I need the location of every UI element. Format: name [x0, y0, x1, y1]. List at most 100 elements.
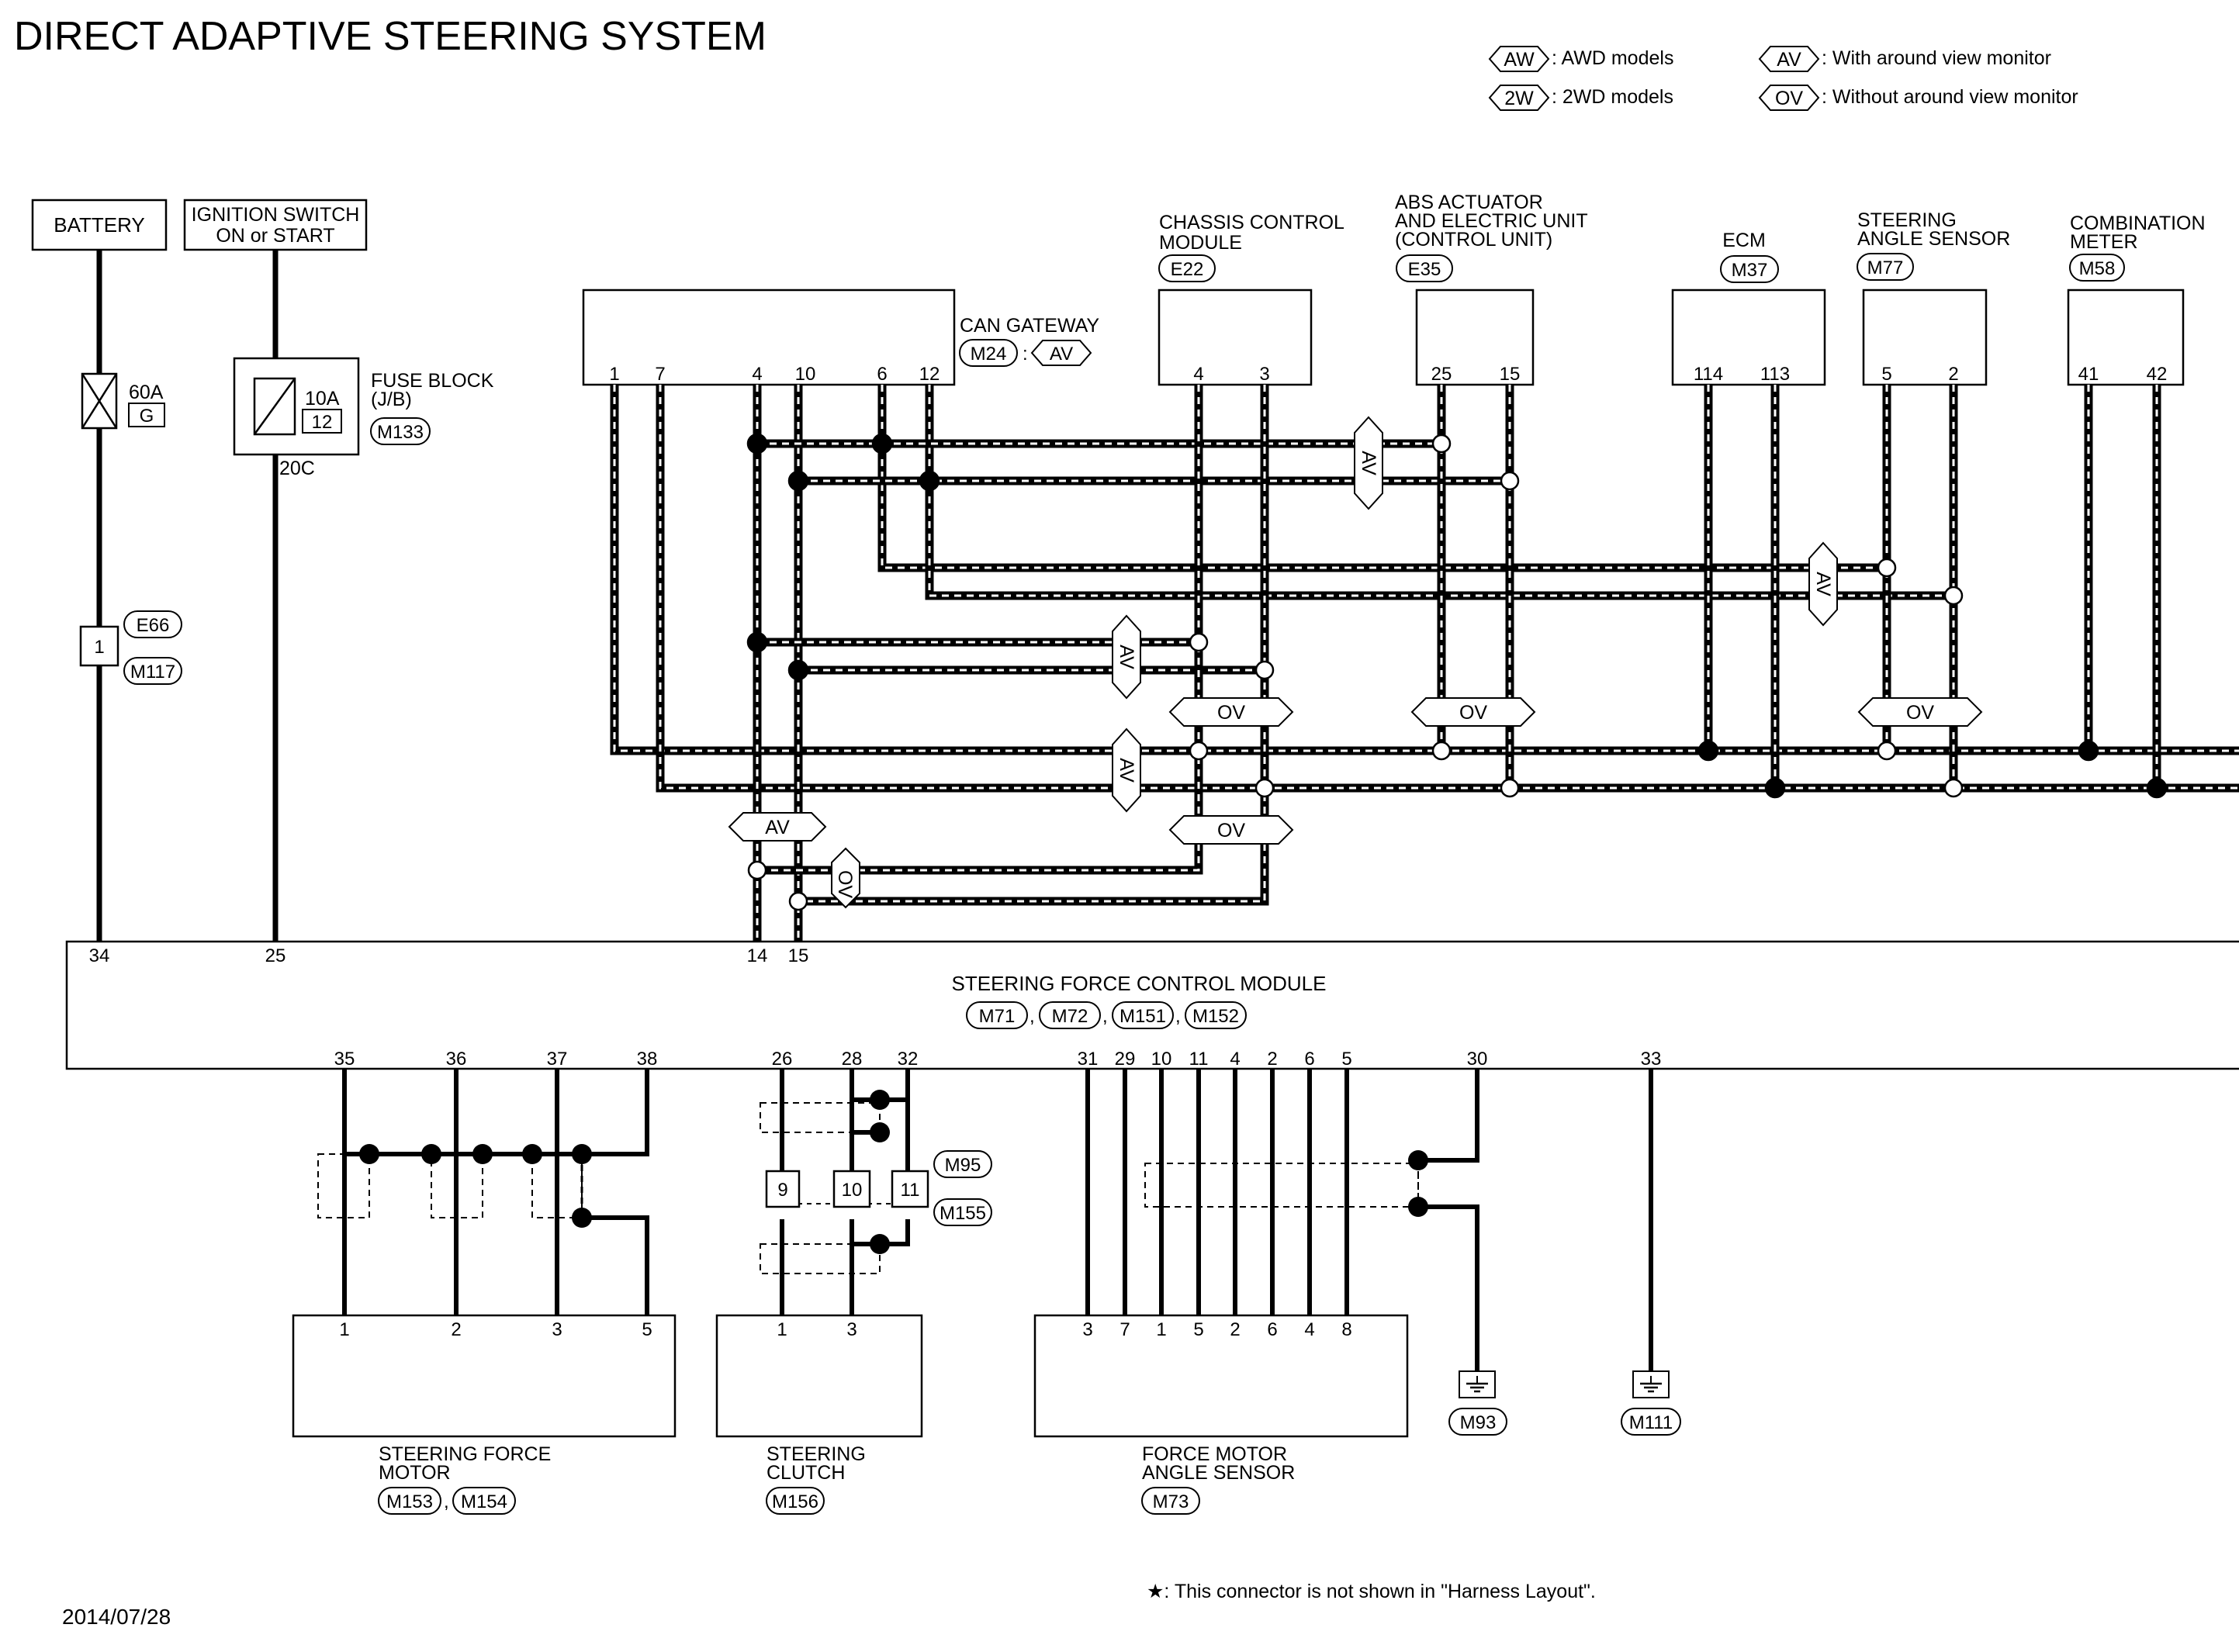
module-bottom-pin: 38 [637, 1049, 658, 1070]
abs-pin: 15 [1500, 364, 1521, 385]
can-wire [877, 385, 1887, 572]
meter-pin: 42 [2147, 364, 2168, 385]
splice-point [2146, 777, 2168, 799]
splice-point [2078, 740, 2099, 762]
can-bus-wires [610, 385, 2239, 942]
module-bottom-pin: 29 [1115, 1049, 1136, 1070]
module-bottom-pin: 11 [1189, 1049, 1209, 1070]
av-tag-lower: AV [1112, 728, 1141, 813]
clutch-pin: 3 [846, 1319, 856, 1340]
meter-label: METER [2070, 231, 2138, 253]
ecm-connector: M37 [1732, 260, 1768, 281]
chassis-pin: 3 [1259, 364, 1269, 385]
steering-clutch: 1 3 STEERING CLUTCH M156 [715, 1314, 923, 1515]
ignition-switch-state: ON or START [216, 225, 334, 247]
battery-box [31, 199, 168, 251]
module-connector: M152 [1192, 1006, 1239, 1027]
can-gateway-pin: 10 [795, 364, 816, 385]
chassis-label: MODULE [1159, 232, 1242, 254]
abs-label: AND ELECTRIC UNIT [1395, 210, 1588, 232]
ground-connector: M93 [1460, 1412, 1497, 1433]
ov-tag-angle-sensor: OV [1857, 697, 1983, 727]
connection-point [1500, 471, 1520, 491]
module-label: STEERING FORCE CONTROL MODULE [952, 972, 1327, 995]
module-pin-25: 25 [265, 945, 286, 966]
connection-point [1877, 741, 1897, 761]
module-bottom-pin: 37 [547, 1049, 568, 1070]
angle-sensor-pin: 2 [1948, 364, 1958, 385]
can-wire-stripe [659, 385, 2239, 790]
meter-connector: M58 [2079, 258, 2116, 279]
legend-desc-ov: : Without around view monitor [1822, 86, 2078, 108]
av-tag-text: AV [1358, 451, 1379, 475]
chassis-pin: 4 [1193, 364, 1203, 385]
ov-tag-text: OV [1459, 702, 1487, 724]
connector-e66-tag: E66 [137, 615, 170, 636]
angle-sensor-label: ANGLE SENSOR [1857, 228, 2010, 250]
av-tag-module: AV [728, 812, 827, 842]
legend-item-awd: AW : AWD models [1488, 46, 1673, 72]
motor-label: MOTOR [379, 1462, 451, 1484]
av-tag-upper: AV [1354, 416, 1383, 510]
module-bottom-pin: 32 [898, 1049, 919, 1070]
force-sensor-label: ANGLE SENSOR [1142, 1462, 1295, 1484]
module-pin-14: 14 [747, 945, 768, 966]
abs-label: (CONTROL UNIT) [1395, 229, 1552, 251]
can-gateway-pin: 1 [609, 364, 619, 385]
ground-connector: M111 [1629, 1412, 1673, 1433]
lower-splices [359, 1090, 1428, 1254]
can-gateway: CAN GATEWAY M24 : AV 1 7 4 10 6 12 [582, 289, 1099, 386]
connector-separator: , [1030, 1006, 1035, 1027]
legend-desc-awd: : AWD models [1552, 47, 1673, 69]
connection-point [1431, 741, 1452, 761]
inline-connector-e66: 1 E66 M117 [79, 610, 182, 685]
ecm-pin: 114 [1694, 364, 1723, 385]
splice-point [787, 659, 809, 681]
lower-wiring [317, 1069, 1653, 1371]
can-bus-splices [746, 433, 2168, 911]
ov-tag-text: OV [1217, 702, 1245, 724]
abs-actuator-unit: ABS ACTUATOR AND ELECTRIC UNIT (CONTROL … [1395, 192, 1588, 386]
ov-tag-text: OV [1217, 820, 1245, 842]
force-sensor-connector: M73 [1153, 1491, 1189, 1512]
av-tag-text: AV [1116, 645, 1137, 669]
motor-pin: 2 [451, 1319, 461, 1340]
legend-item-2wd: 2W : 2WD models [1488, 85, 1673, 111]
force-sensor-pin: 8 [1341, 1319, 1351, 1340]
connection-point [1500, 778, 1520, 798]
splice-point [1764, 777, 1786, 799]
ground-m111: M111 [1621, 1370, 1681, 1436]
connection-point [1189, 741, 1209, 761]
connection-point [1189, 632, 1209, 652]
abs-connector: E35 [1408, 259, 1441, 280]
connection-point [1877, 558, 1897, 578]
fuse-block: 10A 12 [233, 357, 360, 456]
can-gateway-sep: : [1023, 344, 1028, 365]
module-bottom-pin: 36 [446, 1049, 467, 1070]
module-bottom-pin: 6 [1304, 1049, 1314, 1070]
motor-connector: M153 [386, 1491, 433, 1512]
connector-separator: , [444, 1491, 449, 1512]
splice-point [871, 433, 893, 454]
connection-point [1943, 586, 1964, 606]
splice-point [787, 470, 809, 492]
can-gateway-variant: AV [1050, 344, 1073, 365]
angle-sensor-connector: M77 [1867, 257, 1904, 278]
av-tag-mid: AV [1112, 614, 1141, 700]
module-bottom-pin: 30 [1467, 1049, 1488, 1070]
junction-pin: 11 [901, 1180, 920, 1201]
junction-connector-tag: M155 [940, 1203, 986, 1224]
can-gateway-pin: 12 [919, 364, 940, 385]
splice-point [919, 470, 940, 492]
legend-code-av: AV [1777, 49, 1801, 71]
connection-point [788, 891, 808, 911]
connection-point [1254, 778, 1275, 798]
clutch-connector: M156 [772, 1491, 818, 1512]
can-gateway-pin: 6 [877, 364, 887, 385]
ecm-label: ECM [1722, 230, 1766, 251]
combination-meter: COMBINATION METER M58 41 42 [2067, 213, 2206, 386]
steering-force-motor: 1 2 3 5 STEERING FORCE MOTOR M153 , M154 [292, 1314, 677, 1515]
module-connector: M71 [979, 1006, 1016, 1027]
fuse-block-sub: (J/B) [371, 389, 412, 410]
